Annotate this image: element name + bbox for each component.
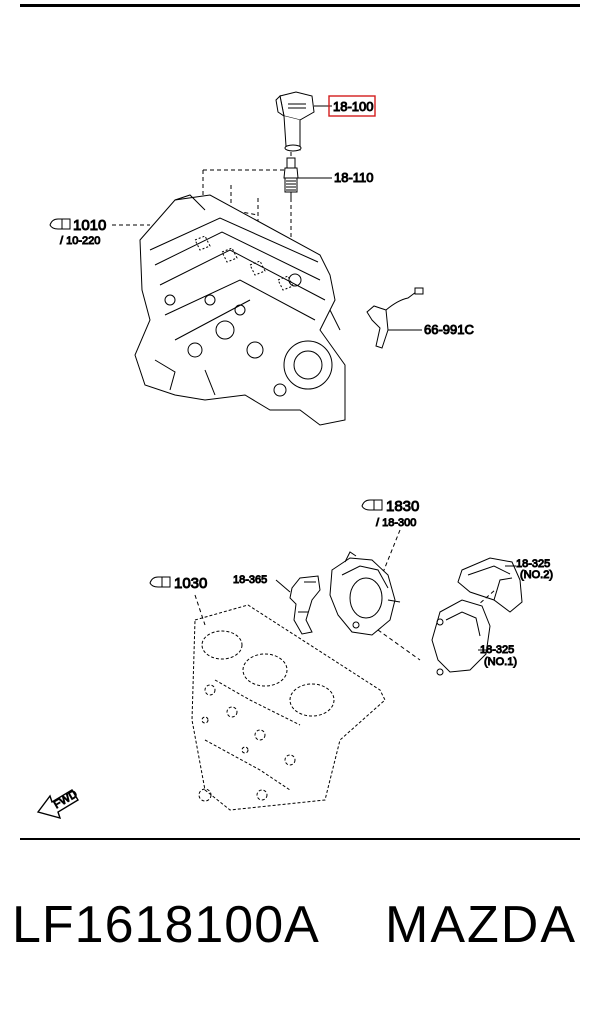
cap-no1[interactable]: [431, 599, 491, 676]
spark-plug[interactable]: [283, 157, 299, 198]
footer: LF1618100A MAZDA: [0, 895, 600, 975]
bottom-rule: [20, 838, 580, 840]
callout-1030[interactable]: 1030: [174, 575, 208, 593]
callout-18-325-no2[interactable]: 18-325: [516, 558, 551, 571]
callout-1010[interactable]: 1010: [73, 217, 107, 235]
cover-housing[interactable]: [329, 551, 401, 636]
top-rule: [20, 4, 580, 7]
bracket[interactable]: [289, 575, 321, 635]
ref-icon-1030: [149, 576, 171, 588]
callout-18-110[interactable]: 18-110: [334, 170, 375, 186]
callout-1830[interactable]: 1830: [386, 498, 420, 516]
callout-18-365[interactable]: 18-365: [233, 574, 268, 587]
callout-18-300[interactable]: / 18-300: [376, 517, 417, 530]
parts-diagram: 18-100 18-110: [36, 91, 554, 820]
brand-name: MAZDA: [385, 896, 577, 954]
cap-no2[interactable]: [457, 557, 523, 613]
engine-block-top: [134, 194, 346, 426]
callout-66-991c[interactable]: 66-991C: [424, 322, 475, 338]
fwd-arrow-icon: [36, 789, 79, 820]
callout-18-100[interactable]: 18-100: [333, 99, 374, 115]
callout-no2-note: (NO.2): [520, 569, 553, 581]
highlight-box: [328, 95, 376, 117]
callout-no1-note: (NO.1): [484, 656, 517, 668]
callout-18-325-no1[interactable]: 18-325: [480, 644, 515, 657]
part-number: LF1618100A: [12, 896, 320, 954]
ref-icon-1010: [49, 218, 71, 230]
callout-10-220[interactable]: / 10-220: [60, 235, 101, 248]
ignition-coil[interactable]: [275, 91, 315, 152]
sensor-harness[interactable]: [366, 287, 424, 349]
cylinder-head: [191, 604, 386, 811]
ref-icon-1830: [361, 499, 383, 511]
